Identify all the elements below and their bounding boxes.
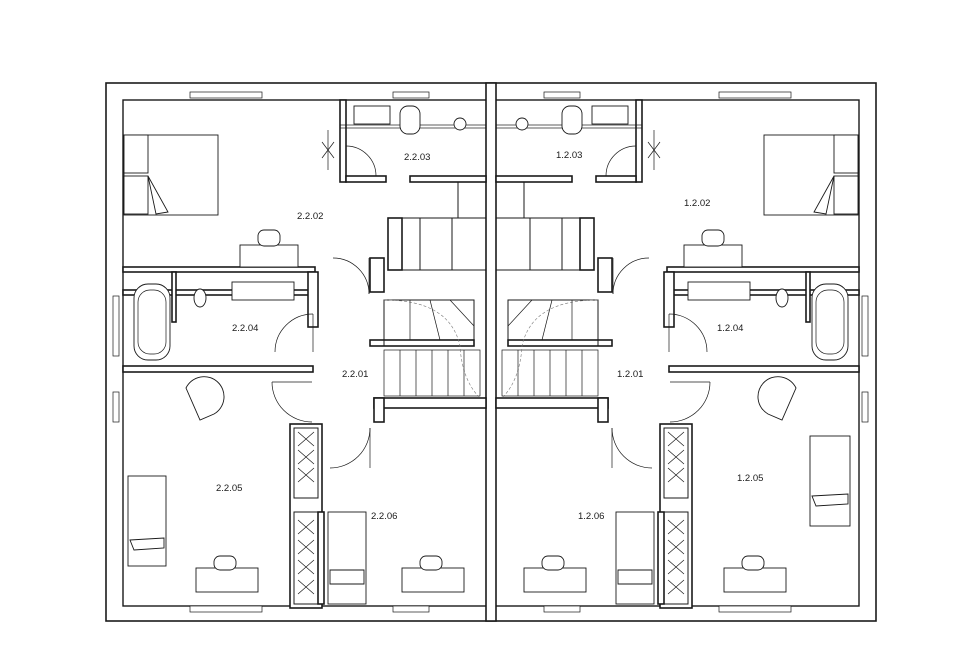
room-labels: 2.2.02 2.2.03 2.2.04 2.2.01 2.2.05 2.2.0…: [216, 150, 763, 522]
door-swings: [271, 145, 711, 469]
room-label-2.2.01: 2.2.01: [342, 369, 368, 380]
room-label-1.2.01: 1.2.01: [617, 369, 643, 380]
outer-walls: [105, 82, 877, 622]
room-label-1.2.04: 1.2.04: [717, 323, 743, 334]
staircase-left: [383, 299, 481, 399]
room-label-2.2.05: 2.2.05: [216, 483, 242, 494]
room-label-2.2.04: 2.2.04: [232, 323, 258, 334]
room-label-2.2.06: 2.2.06: [371, 511, 397, 522]
staircase-right: [501, 299, 599, 399]
room-label-1.2.03: 1.2.03: [556, 150, 582, 161]
room-label-1.2.02: 1.2.02: [684, 198, 710, 209]
interior-walls-left: [122, 99, 487, 609]
room-label-2.2.03: 2.2.03: [404, 152, 430, 163]
interior-walls-right: [495, 99, 860, 609]
furniture-left: [123, 105, 467, 605]
windows: [112, 91, 869, 613]
furniture-right: [515, 105, 859, 605]
room-label-1.2.05: 1.2.05: [737, 473, 763, 484]
room-label-1.2.06: 1.2.06: [578, 511, 604, 522]
room-label-2.2.02: 2.2.02: [297, 211, 323, 222]
